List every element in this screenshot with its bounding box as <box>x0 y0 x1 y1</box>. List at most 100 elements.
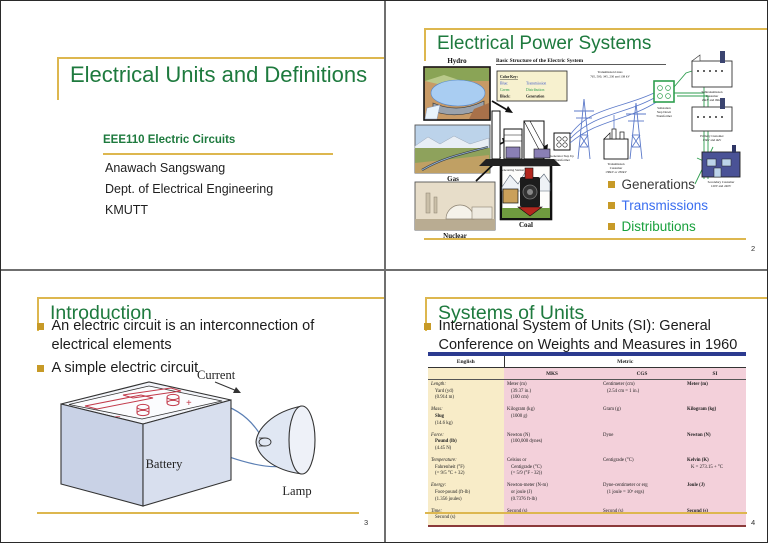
table-row: Force:Pound (lb)(4.45 N)Newton (N)(100,0… <box>428 430 747 456</box>
table-cell-mks: Kilogram (kg)(1000 g) <box>504 405 600 431</box>
simple-circuit-figure: Current + − <box>60 368 316 507</box>
transmission-customer: Transmission Customer 138kV or 230kV <box>603 128 629 174</box>
slide-4: Systems of Units International System of… <box>386 271 767 542</box>
nuclear-label: Nuclear <box>443 232 467 239</box>
table-line: Pound (lb) <box>435 439 457 445</box>
table-line: Length: <box>431 382 446 387</box>
table-cell-english: Temperature:Fahrenheit (°F)(= 9/5 °C + 3… <box>428 455 504 482</box>
table-line: (2.54 cm = 1 in.) <box>607 388 640 394</box>
list-item: An electric circuit is an interconnectio… <box>37 317 359 355</box>
table-line: Centigrade (°C) <box>603 457 634 463</box>
table-line: (0.7376 ft-lb) <box>511 496 537 502</box>
step-up-label-1: Generator Step Up <box>550 154 574 158</box>
table-line: Celsius or <box>507 457 527 463</box>
table-cell-cgs: Gram (g) <box>600 405 684 431</box>
table-line: Newton (N) <box>507 432 531 438</box>
slide1-title: Electrical Units and Definitions <box>57 57 384 100</box>
key-blue-label: Blue: <box>500 82 508 86</box>
bullet-icon <box>37 365 44 372</box>
table-line: Energy: <box>431 483 447 489</box>
generating-station: Generating Station <box>479 110 561 172</box>
table-line: Kilogram (kg) <box>687 407 717 413</box>
units-comparison-table: English Metric MKS CGS SI Length:Yard (y… <box>428 352 747 528</box>
slide2-title: Electrical Power Systems <box>424 28 767 61</box>
intro-bullets: An electric circuit is an interconnectio… <box>37 317 359 378</box>
table-line: Gram (g) <box>603 407 621 413</box>
transmission-customer-label-1: Transmission <box>607 162 624 166</box>
subtransmission-label-3: 26kV and 69kV <box>702 98 723 102</box>
table-header-row: English Metric <box>428 354 747 368</box>
bullet-icon <box>608 181 615 188</box>
current-label: Current <box>197 368 236 382</box>
battery-figure: + − <box>60 381 232 507</box>
table-cell-si: Joule (J) <box>684 481 747 507</box>
table-line: Centigrade (°C) <box>511 464 542 470</box>
transmission-lines-label-1: Transmission Lines <box>598 70 624 74</box>
table-line: or joule (J) <box>511 489 533 495</box>
table-line: Second (s) <box>507 509 597 516</box>
subtransmission-label-1: Subtransmission <box>701 90 722 94</box>
table-line: K = 273.15 + °C <box>691 464 723 470</box>
bullet-icon <box>608 223 615 230</box>
table-cell-english: Force:Pound (lb)(4.45 N) <box>428 430 504 456</box>
subtransmission-label-2: Customer <box>706 94 719 98</box>
bullet-label: Transmissions <box>621 198 709 213</box>
table-line: Force: <box>431 432 444 438</box>
substation-label-2: Step Down <box>657 110 672 114</box>
table-row: Energy:Foot-pound (ft-lb)(1.356 joules)N… <box>428 481 747 507</box>
slide2-page-number: 2 <box>751 244 756 253</box>
bullet-text: A simple electric circuit <box>51 360 199 376</box>
table-line: Second (s) <box>603 509 681 516</box>
table-cell-cgs: Dyne <box>600 430 684 456</box>
table-cell-english: Mass:Slug(14.6 kg) <box>428 405 504 431</box>
table-line: (100 cm) <box>511 395 529 401</box>
table-line: Meter (m) <box>507 382 527 387</box>
table-line: (100,000 dynes) <box>511 439 543 445</box>
table-cell-si: Newton (N) <box>684 430 747 456</box>
table-cell-english: Time:Second (s) <box>428 506 504 527</box>
substation-label-3: Transformer <box>656 114 673 118</box>
transmission-lines-label-2: 765, 500, 345, 230 and 138 kV <box>590 75 630 80</box>
table-line: (1000 g) <box>511 413 528 419</box>
substation-transformer: Substation Step Down Transformer <box>653 80 675 118</box>
table-line: Second (s) <box>435 515 456 521</box>
table-cell-cgs: Centigrade (°C) <box>600 455 684 482</box>
table-line: (0.914 m) <box>435 395 454 401</box>
table-line: Yard (yd) <box>435 388 454 394</box>
coal-photo: Coal <box>499 163 553 229</box>
key-green-value: Distribution <box>526 88 544 92</box>
author-name: Anawach Sangswang <box>105 161 226 175</box>
slide4-title: Systems of Units <box>425 297 767 331</box>
table-line: Newton (N) <box>687 432 711 438</box>
table-line: Foot-pound (ft-lb) <box>435 489 471 495</box>
table-line: Dyne-centimeter or erg <box>603 483 648 489</box>
slide2-footer-rule <box>424 238 746 240</box>
table-cell-mks: Meter (m)(39.37 in.)(100 cm) <box>504 379 600 406</box>
units-table-body: English Metric MKS CGS SI Length:Yard (y… <box>428 354 747 527</box>
bullet-text: An electric circuit is an interconnectio… <box>51 318 315 353</box>
hydro-photo: Hydro <box>423 57 491 121</box>
table-row: Length:Yard (yd)(0.914 m)Meter (m)(39.37… <box>428 379 747 406</box>
key-black-value: Generation <box>526 95 545 99</box>
subheader-si: SI <box>684 367 747 380</box>
table-cell-mks: Newton (N)(100,000 dynes) <box>504 430 600 456</box>
table-row: Temperature:Fahrenheit (°F)(= 9/5 °C + 3… <box>428 455 747 482</box>
table-cell-si: Kilogram (kg) <box>684 405 747 431</box>
table-line: Fahrenheit (°F) <box>435 464 465 470</box>
table-line: (= 5/9 (°F - 32)) <box>511 471 543 477</box>
si-bullet-text: International System of Units (SI): Gene… <box>438 318 738 353</box>
nuclear-photo: Nuclear <box>414 181 496 239</box>
table-line: (4.45 N) <box>435 445 452 451</box>
bullet-icon <box>424 323 431 330</box>
transmission-network: Transmission Lines 765, 500, 345, 230 an… <box>569 70 659 160</box>
table-line: Dyne <box>603 432 614 438</box>
table-line: Temperature: <box>431 457 457 463</box>
secondary-customer-label-2: 120V and 240V <box>711 184 732 188</box>
subheader-cgs: CGS <box>600 367 684 380</box>
table-row: Time:Second (s)Second (s)Second (s)Secon… <box>428 506 747 527</box>
table-line: (39.37 in.) <box>511 388 532 394</box>
table-line: Mass: <box>431 407 443 413</box>
column-header-metric: Metric <box>504 354 747 368</box>
slide-1: Electrical Units and Definitions EEE110 … <box>1 1 386 271</box>
table-line: Meter (m) <box>687 382 708 387</box>
